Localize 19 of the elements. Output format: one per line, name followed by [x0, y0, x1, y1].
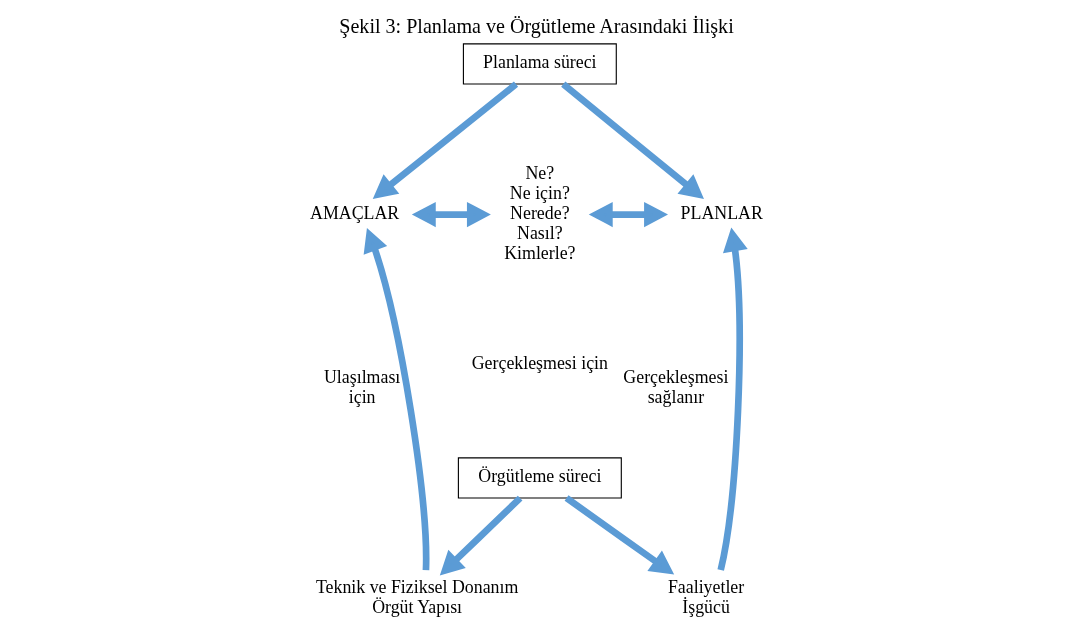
edge-label: Gerçekleşmesi sağlanır [623, 367, 729, 408]
node-text: AMAÇLAR [310, 202, 400, 223]
arrow [564, 495, 675, 575]
arrow [372, 81, 519, 199]
node-text: Teknik ve Fiziksel Donanım Örgüt Yapısı [315, 576, 519, 617]
arrow [411, 202, 491, 228]
node-text: PLANLAR [680, 202, 763, 223]
arrow [561, 81, 704, 199]
arrow [588, 202, 668, 228]
node-box: Planlama süreci [462, 43, 617, 85]
arrow [363, 228, 430, 571]
edge-label: Ulaşılması için [323, 366, 401, 407]
arrow [439, 495, 523, 576]
diagram-title: Şekil 3: Planlama ve Örgütleme Arasındaki İlişki [339, 15, 734, 38]
label: Gerçekleşmesi için [471, 353, 608, 374]
arrow [717, 227, 748, 571]
node-text: Faaliyetler İşgücü [667, 576, 745, 617]
node-box: Örgütleme süreci [457, 457, 622, 499]
node-text: Ne? Ne için? Nerede? Nasıl? Kimlerle? [504, 162, 576, 264]
